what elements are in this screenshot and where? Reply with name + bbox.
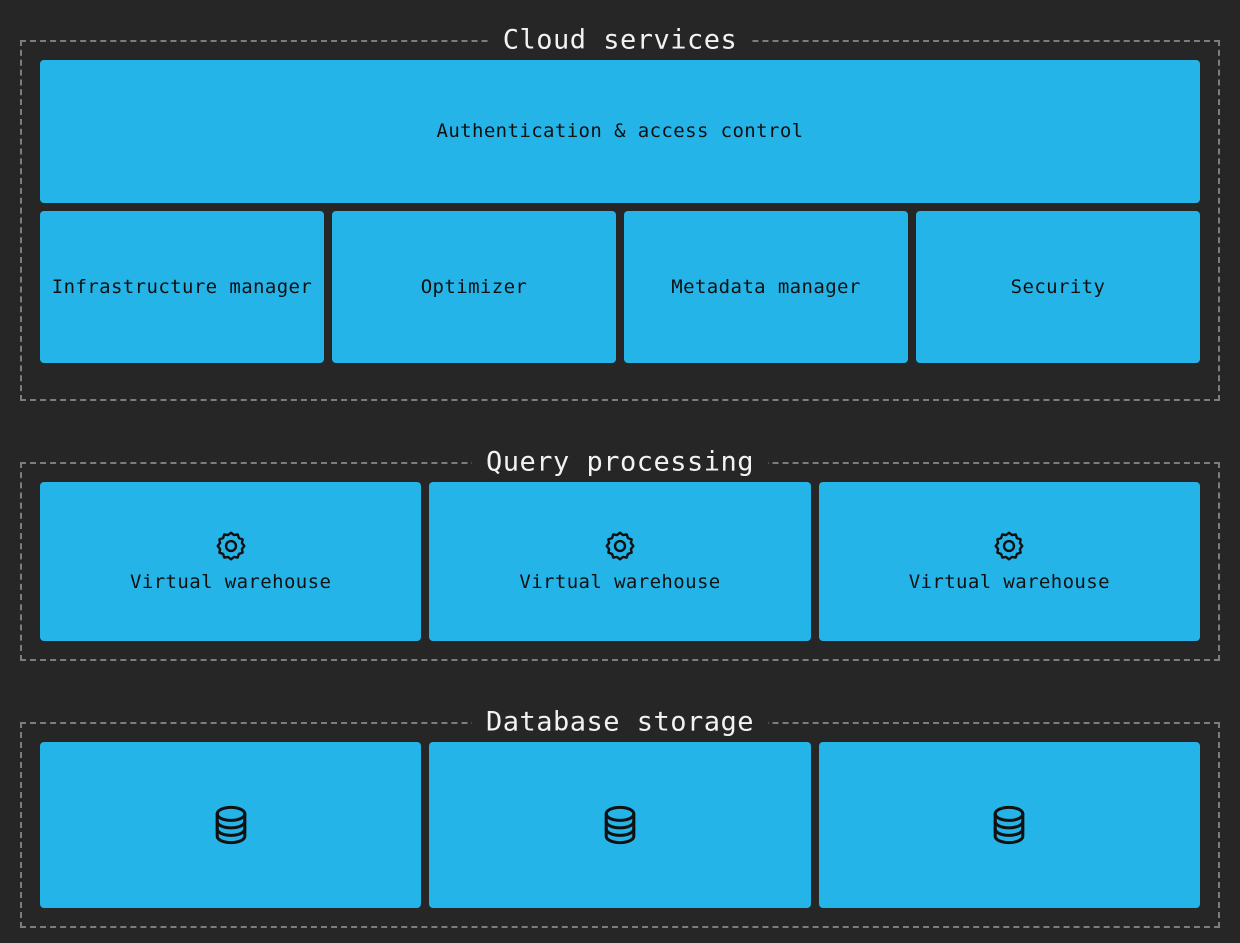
node-authentication-access-control[interactable]: Authentication & access control bbox=[40, 60, 1200, 203]
section-title-cloud-services: Cloud services bbox=[488, 26, 752, 54]
query-processing-body: Virtual warehouse Virtual warehouse bbox=[22, 464, 1218, 659]
node-database-store-2[interactable] bbox=[429, 742, 811, 908]
node-virtual-warehouse-2[interactable]: Virtual warehouse bbox=[429, 482, 811, 641]
node-label-virtual-warehouse-2: Virtual warehouse bbox=[519, 571, 721, 594]
gear-icon bbox=[992, 529, 1026, 563]
section-title-database-storage: Database storage bbox=[471, 708, 769, 736]
database-icon bbox=[597, 802, 643, 848]
node-virtual-warehouse-3[interactable]: Virtual warehouse bbox=[818, 482, 1200, 641]
gear-icon bbox=[214, 529, 248, 563]
database-icon bbox=[208, 802, 254, 848]
node-label-metadata-manager: Metadata manager bbox=[671, 275, 861, 298]
auth-row: Authentication & access control bbox=[40, 60, 1200, 203]
node-metadata-manager[interactable]: Metadata manager bbox=[624, 211, 908, 363]
node-security[interactable]: Security bbox=[916, 211, 1200, 363]
node-optimizer[interactable]: Optimizer bbox=[332, 211, 616, 363]
database-storage-body bbox=[22, 724, 1218, 926]
node-label-optimizer: Optimizer bbox=[420, 275, 528, 298]
gear-icon bbox=[603, 529, 637, 563]
node-label-infrastructure-manager: Infrastructure manager bbox=[51, 275, 313, 298]
node-label-authentication: Authentication & access control bbox=[436, 120, 804, 143]
node-label-virtual-warehouse-1: Virtual warehouse bbox=[130, 571, 332, 594]
services-row: Infrastructure manager Optimizer Metadat… bbox=[40, 211, 1200, 363]
database-row bbox=[40, 742, 1200, 908]
node-virtual-warehouse-1[interactable]: Virtual warehouse bbox=[40, 482, 422, 641]
cloud-services-body: Authentication & access control Infrastr… bbox=[22, 42, 1218, 399]
node-label-security: Security bbox=[1010, 275, 1106, 298]
node-database-store-3[interactable] bbox=[818, 742, 1200, 908]
virtual-warehouse-row: Virtual warehouse Virtual warehouse bbox=[40, 482, 1200, 641]
section-title-query-processing: Query processing bbox=[471, 448, 769, 476]
node-database-store-1[interactable] bbox=[40, 742, 422, 908]
database-icon bbox=[986, 802, 1032, 848]
section-database-storage: Database storage bbox=[20, 708, 1220, 928]
node-label-virtual-warehouse-3: Virtual warehouse bbox=[908, 571, 1110, 594]
section-cloud-services: Cloud services Authentication & access c… bbox=[20, 26, 1220, 401]
section-query-processing: Query processing Virtual warehouse bbox=[20, 448, 1220, 661]
node-infrastructure-manager[interactable]: Infrastructure manager bbox=[40, 211, 324, 363]
